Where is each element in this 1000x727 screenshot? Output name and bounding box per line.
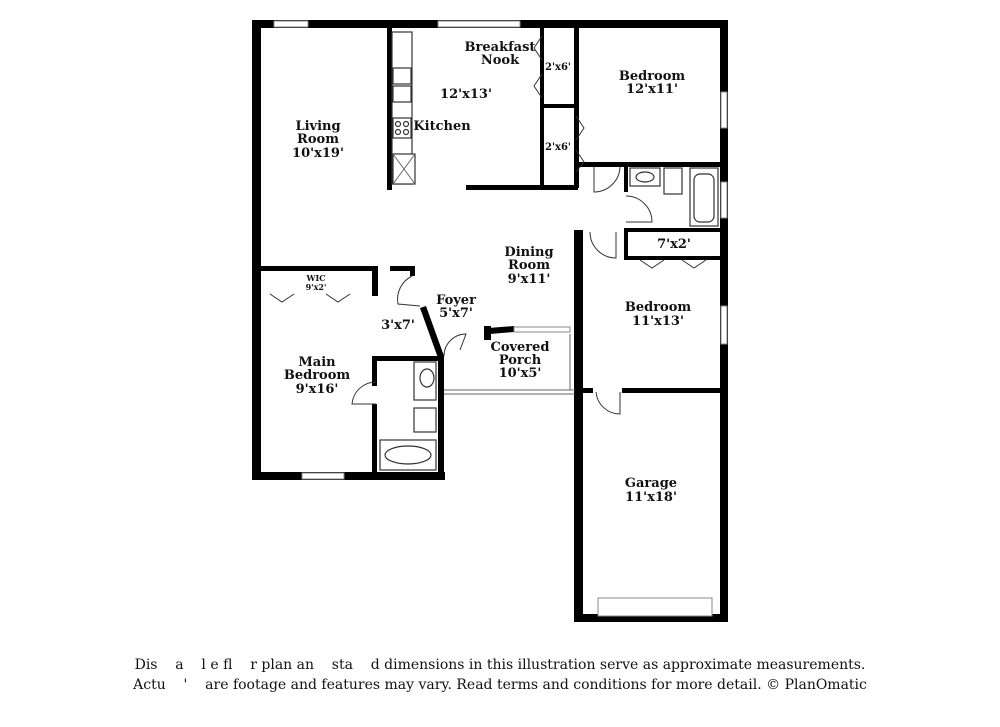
bedroom-top-label: Bedroom: [619, 69, 686, 84]
closet-a-size: 2'x6': [545, 62, 571, 73]
closet-d-size: 3'x7': [381, 318, 415, 333]
garage-size: 11'x18': [625, 490, 677, 505]
dining-room-label-1: Dining: [504, 245, 553, 260]
kitchen-size: 12'x13': [440, 87, 492, 102]
covered-porch-label-2: Porch: [499, 353, 542, 368]
foyer-label: Foyer: [436, 293, 476, 308]
main-bedroom-size: 9'x16': [296, 382, 339, 397]
main-bedroom-label-2: Bedroom: [284, 368, 351, 383]
wic-label: WIC: [305, 273, 325, 283]
bedroom-mid-label: Bedroom: [625, 300, 692, 315]
bedroom-mid-size: 11'x13': [632, 314, 684, 329]
garage-label: Garage: [625, 476, 677, 491]
dining-room-label-2: Room: [508, 258, 550, 273]
interior-walls: [260, 28, 728, 480]
closet-b-size: 2'x6': [545, 142, 571, 153]
foyer-size: 5'x7': [439, 306, 473, 321]
disclaimer-line-1: Dis a l e fl r plan an sta d dimensions …: [134, 657, 866, 673]
covered-porch-size: 10'x5': [499, 366, 542, 381]
breakfast-nook-label-1: Breakfast: [465, 40, 536, 55]
windows: [273, 20, 728, 617]
disclaimer-line-2: Actu ' are footage and features may vary…: [133, 677, 867, 693]
living-room-label-2: Room: [297, 132, 339, 147]
kitchen-label: Kitchen: [413, 119, 471, 134]
living-room-size: 10'x19': [292, 146, 344, 161]
main-bedroom-label-1: Main: [298, 355, 336, 370]
fixtures: [379, 31, 719, 471]
disclaimer: Dis a l e fl r plan an sta d dimensions …: [0, 655, 1000, 695]
wic-size: 9'x2': [306, 282, 327, 292]
covered-porch-label-1: Covered: [490, 340, 549, 355]
bedroom-top-size: 12'x11': [626, 82, 678, 97]
dining-room-size: 9'x11': [508, 272, 551, 287]
doors: [269, 35, 707, 415]
living-room-label-1: Living: [295, 119, 340, 134]
breakfast-nook-label-2: Nook: [481, 53, 520, 68]
closet-c-size: 7'x2': [657, 237, 691, 252]
